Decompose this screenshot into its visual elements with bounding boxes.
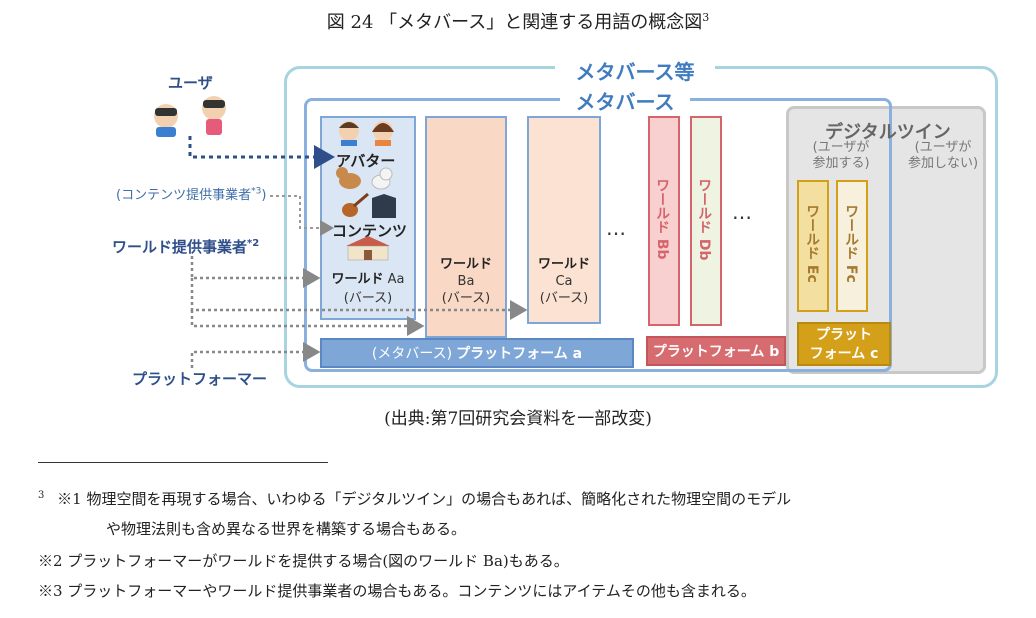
metaverse-title: メタバース <box>560 86 690 115</box>
avatar-boy-icon <box>339 121 359 146</box>
figure-caption: 図 24 「メタバース」と関連する用語の概念図3 <box>0 8 1036 34</box>
content-provider-close: ) <box>261 188 267 203</box>
world-aa-title: ワールド <box>331 272 384 287</box>
content-provider-ref: *3 <box>251 186 262 197</box>
world-aa-id: Aa <box>387 272 405 287</box>
avatar-girl-icon <box>372 121 394 146</box>
guitar-icon <box>342 192 369 217</box>
world-provider-to-aa-arrow <box>190 256 321 288</box>
world-ec-box <box>797 180 829 312</box>
footnote-line-4: ※3 プラットフォーマーやワールド提供事業者の場合もある。コンテンツにはアイテム… <box>38 582 756 600</box>
world-ca-title: ワールド <box>537 257 590 272</box>
world-ba-sub: (バース) <box>441 291 491 306</box>
footnote-line-1-text: ※1 物理空間を再現する場合、いわゆる「デジタルツイン」の場合もあれば、簡略化さ… <box>57 490 792 508</box>
footnote-divider <box>38 462 328 463</box>
contents-label: コンテンツ <box>332 222 408 240</box>
figure-caption-ref: 3 <box>702 11 710 24</box>
cat-icon <box>371 167 393 190</box>
world-aa-label: ワールド Aa (バース) <box>320 268 416 306</box>
world-aa-sub: (バース) <box>343 291 393 306</box>
metaverse-etc-title: メタバース等 <box>555 56 715 85</box>
world-provider-ref: *2 <box>247 238 260 249</box>
world-ba-id: Ba <box>457 274 475 289</box>
platform-c-bar: プラット フォーム c <box>797 322 891 366</box>
world-ca-sub: (バース) <box>539 291 589 306</box>
vr-user-boy-icon <box>154 104 178 137</box>
world-fc-box <box>836 180 868 312</box>
world-ba-label: ワールド Ba (バース) <box>425 256 507 307</box>
world-db-box <box>690 116 722 326</box>
world-ba-title: ワールド <box>439 257 492 272</box>
world-ba-box <box>425 116 507 338</box>
world-provider-text: ワールド提供事業者 <box>112 238 248 256</box>
world-ca-label: ワールド Ca (バース) <box>527 256 601 307</box>
user-to-avatar-arrow <box>188 136 335 169</box>
world-ca-id: Ca <box>555 274 573 289</box>
jacket-icon <box>372 194 396 218</box>
world-db-label: ワールド Db <box>696 178 712 261</box>
platform-a-prefix: (メタバース) <box>371 346 453 362</box>
world-bb-box <box>648 116 680 326</box>
platform-c-label-2: フォーム c <box>809 346 879 362</box>
world-ca-box <box>527 116 601 324</box>
platform-b-bar: プラットフォーム b <box>646 336 786 366</box>
content-provider-label: (コンテンツ提供事業者*3) <box>116 184 266 203</box>
figure-caption-text: 図 24 「メタバース」と関連する用語の概念図 <box>326 12 703 33</box>
ellipsis-2: … <box>732 200 754 224</box>
world-provider-to-ba-arrow <box>190 310 425 336</box>
platform-a-bar: (メタバース) プラットフォーム a <box>320 338 634 368</box>
world-ec-label: ワールド Ec <box>804 204 820 283</box>
world-provider-to-ca-arrow <box>190 278 528 320</box>
user-label: ユーザ <box>168 74 213 92</box>
footnote-line-3: ※2 プラットフォーマーがワールドを提供する場合(図のワールド Ba)もある。 <box>38 552 569 570</box>
content-provider-arrow <box>270 195 334 236</box>
footnote-line-1: 3 ※1 物理空間を再現する場合、いわゆる「デジタルツイン」の場合もあれば、簡略… <box>38 488 791 509</box>
vr-user-girl-icon <box>202 96 226 135</box>
building-icon <box>346 236 390 261</box>
world-fc-label: ワールド Fc <box>843 204 859 283</box>
avatar-label: アバター <box>336 152 396 170</box>
dog-icon <box>336 167 361 189</box>
world-aa-box <box>320 116 416 320</box>
digital-twin-not-join-label: (ユーザが 参加しない) <box>907 140 979 171</box>
content-provider-text: (コンテンツ提供事業者 <box>116 188 252 203</box>
digital-twin-title: デジタルツイン <box>825 122 951 143</box>
ellipsis-1: … <box>606 216 628 240</box>
platform-a-label: プラットフォーム a <box>456 346 583 362</box>
world-provider-label: ワールド提供事業者*2 <box>112 236 259 257</box>
platform-c-label-1: プラット <box>816 327 872 343</box>
world-bb-label: ワールド Bb <box>654 178 670 260</box>
footnote-line-2: や物理法則も含め異なる世界を構築する場合もある。 <box>106 520 467 538</box>
platformer-to-platform-arrow <box>190 342 321 368</box>
footnote-ref: 3 <box>38 490 45 501</box>
source-line: (出典:第7回研究会資料を一部改変) <box>384 409 652 429</box>
platform-b-label: プラットフォーム b <box>652 344 780 360</box>
digital-twin-join-label: (ユーザが 参加する) <box>812 140 870 171</box>
platformer-label: プラットフォーマー <box>132 370 268 388</box>
